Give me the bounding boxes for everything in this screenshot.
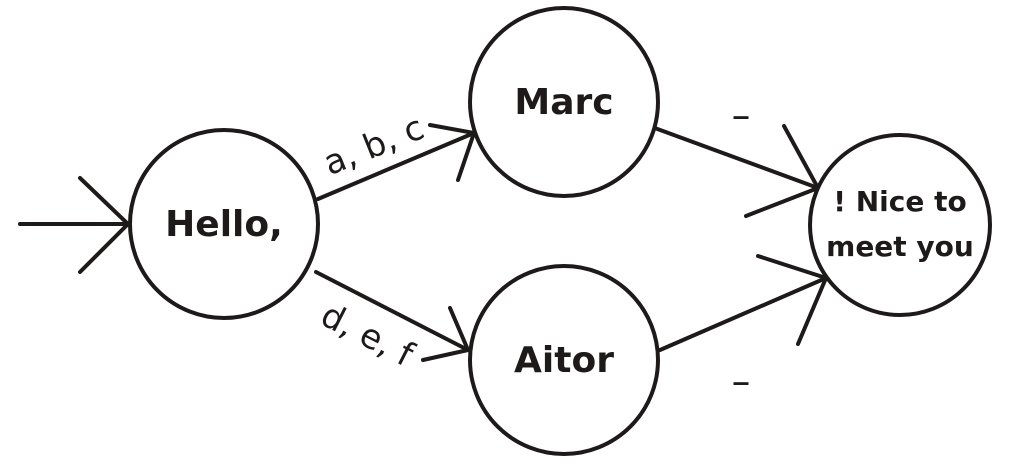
- edge-label-aitor-nice: _: [734, 351, 749, 386]
- edge-hello-to-aitor: [314, 270, 470, 362]
- node-nice-label-line1: ! Nice to: [833, 185, 967, 218]
- node-marc-label: Marc: [514, 82, 613, 123]
- node-aitor: Aitor: [468, 264, 660, 456]
- node-marc: Marc: [468, 6, 660, 198]
- edge-marc-to-nice: [650, 124, 820, 218]
- start-arrow: [18, 176, 130, 274]
- edge-label-marc-nice: _: [734, 85, 749, 120]
- edge-label-def: d, e, f: [314, 295, 420, 375]
- node-hello-label: Hello,: [165, 204, 283, 245]
- node-nice-label-line2: meet you: [826, 230, 974, 263]
- node-aitor-label: Aitor: [514, 340, 614, 381]
- edge-label-abc: a, b, c: [318, 108, 430, 184]
- node-nice-to-meet-you: ! Nice to meet you: [808, 133, 992, 317]
- node-hello: Hello,: [128, 128, 320, 320]
- edge-aitor-to-nice: [658, 254, 828, 352]
